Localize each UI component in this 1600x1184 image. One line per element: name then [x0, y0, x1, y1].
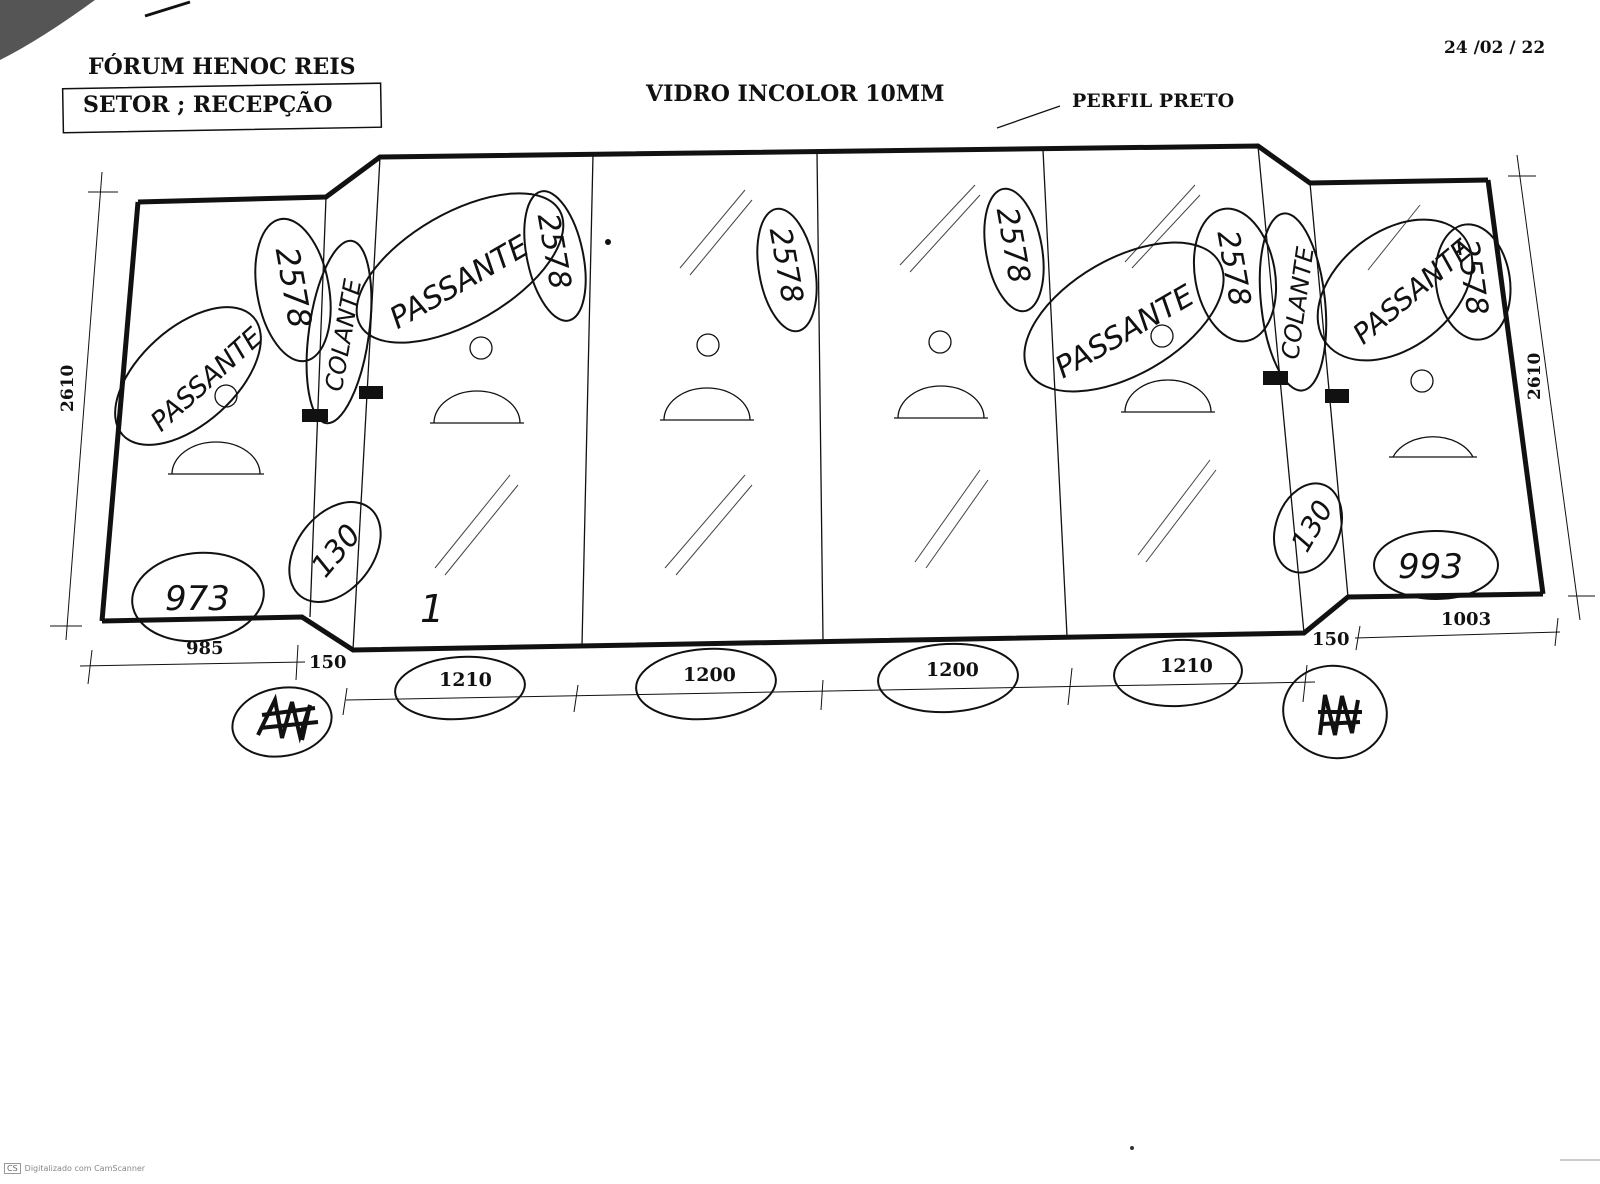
door4-type: PASSANTE: [1049, 278, 1200, 386]
scan-shadow: [0, 0, 95, 60]
hinge-right-type: COLANTE: [1276, 244, 1320, 361]
door-marker: 1: [420, 587, 444, 631]
drawing-date: 24 /02 / 22: [1444, 38, 1545, 58]
bottom-dimension-lines: [79, 617, 1561, 716]
oval-passante-door1: [355, 192, 565, 344]
oval-width-right: [1373, 530, 1499, 600]
frame-outline-top: [137, 143, 1489, 205]
sector-box: [61, 82, 383, 134]
panel-left-width: 973: [165, 579, 230, 619]
door4-height: 2578: [1209, 228, 1257, 309]
width-label-1200-a: 1200: [683, 664, 736, 686]
project-title: FÓRUM HENOC REIS: [88, 53, 356, 80]
sector-label: SETOR ; RECEPÇÃO: [83, 91, 333, 118]
frame-outline-right: [1485, 179, 1546, 595]
panel-right-width: 993: [1398, 547, 1463, 587]
handle-door-3: [894, 330, 988, 419]
handle-door-1: [430, 336, 524, 424]
oval-passante-door4: [1023, 241, 1225, 393]
oval-height-door2: [756, 207, 818, 333]
height-dimension-right: [1508, 154, 1595, 621]
width-label-1200-b: 1200: [926, 659, 979, 681]
scanner-logo: CS: [4, 1163, 21, 1174]
width-label-1003: 1003: [1441, 609, 1491, 630]
height-dimension-left: [50, 171, 118, 641]
door3-height: 2578: [989, 205, 1037, 286]
profile-spec: PERFIL PRETO: [1072, 90, 1234, 112]
frame-outline-left: [99, 201, 141, 622]
width-label-1210-left: 1210: [439, 669, 492, 691]
handle-panel-right: [1389, 369, 1477, 458]
door1-height: 2578: [530, 211, 578, 292]
scanner-text: Digitalizado com CamScanner: [24, 1164, 146, 1173]
scan-speck: [1130, 1146, 1134, 1150]
oval-width-left: [131, 551, 265, 643]
panel-dividers: [309, 145, 1349, 651]
frame-outline-bottom: [101, 591, 1544, 653]
height-label-left: 2610: [58, 365, 78, 412]
height-label-right: 2610: [1525, 353, 1545, 400]
oval-colante-left: [305, 239, 373, 425]
oval-height-right: [1434, 223, 1512, 341]
oval-colante-right: [1258, 212, 1328, 392]
hinge-right-width: 130: [1284, 495, 1339, 558]
panel-left-type: PASSANTE: [145, 322, 269, 438]
width-label-1210-right: 1210: [1160, 655, 1213, 677]
width-ovals: [394, 638, 1243, 721]
ink-dot: [605, 239, 611, 245]
oval-height-left: [254, 217, 332, 363]
width-label-150-left: 150: [309, 652, 347, 673]
profile-leader: [996, 105, 1061, 129]
width-label-985: 985: [186, 638, 224, 659]
oval-height-door4: [1192, 207, 1278, 343]
hinge-left-width: 130: [305, 518, 369, 584]
oval-passante-left: [114, 306, 262, 446]
handle-door-2: [660, 333, 754, 421]
handle-door-4: [1121, 324, 1215, 413]
door1-type: PASSANTE: [384, 229, 535, 337]
hinge-blocks: [302, 371, 1349, 422]
scan-stroke: [144, 0, 191, 18]
width-label-150-right: 150: [1312, 629, 1350, 650]
scribbled-dimension-left: [231, 686, 333, 758]
door2-height: 2578: [762, 225, 810, 306]
oval-hinge-width-right: [1273, 482, 1343, 574]
oval-hinge-width-left: [288, 501, 382, 603]
scanner-watermark: CS Digitalizado com CamScanner: [4, 1163, 145, 1174]
oval-height-door3: [983, 187, 1045, 313]
panel-right-height: 2578: [1449, 237, 1494, 317]
oval-passante-right: [1316, 218, 1474, 362]
glass-spec: VIDRO INCOLOR 10MM: [645, 81, 945, 107]
oval-height-door1: [523, 190, 587, 322]
scribbled-dimension-right: [1282, 664, 1388, 760]
